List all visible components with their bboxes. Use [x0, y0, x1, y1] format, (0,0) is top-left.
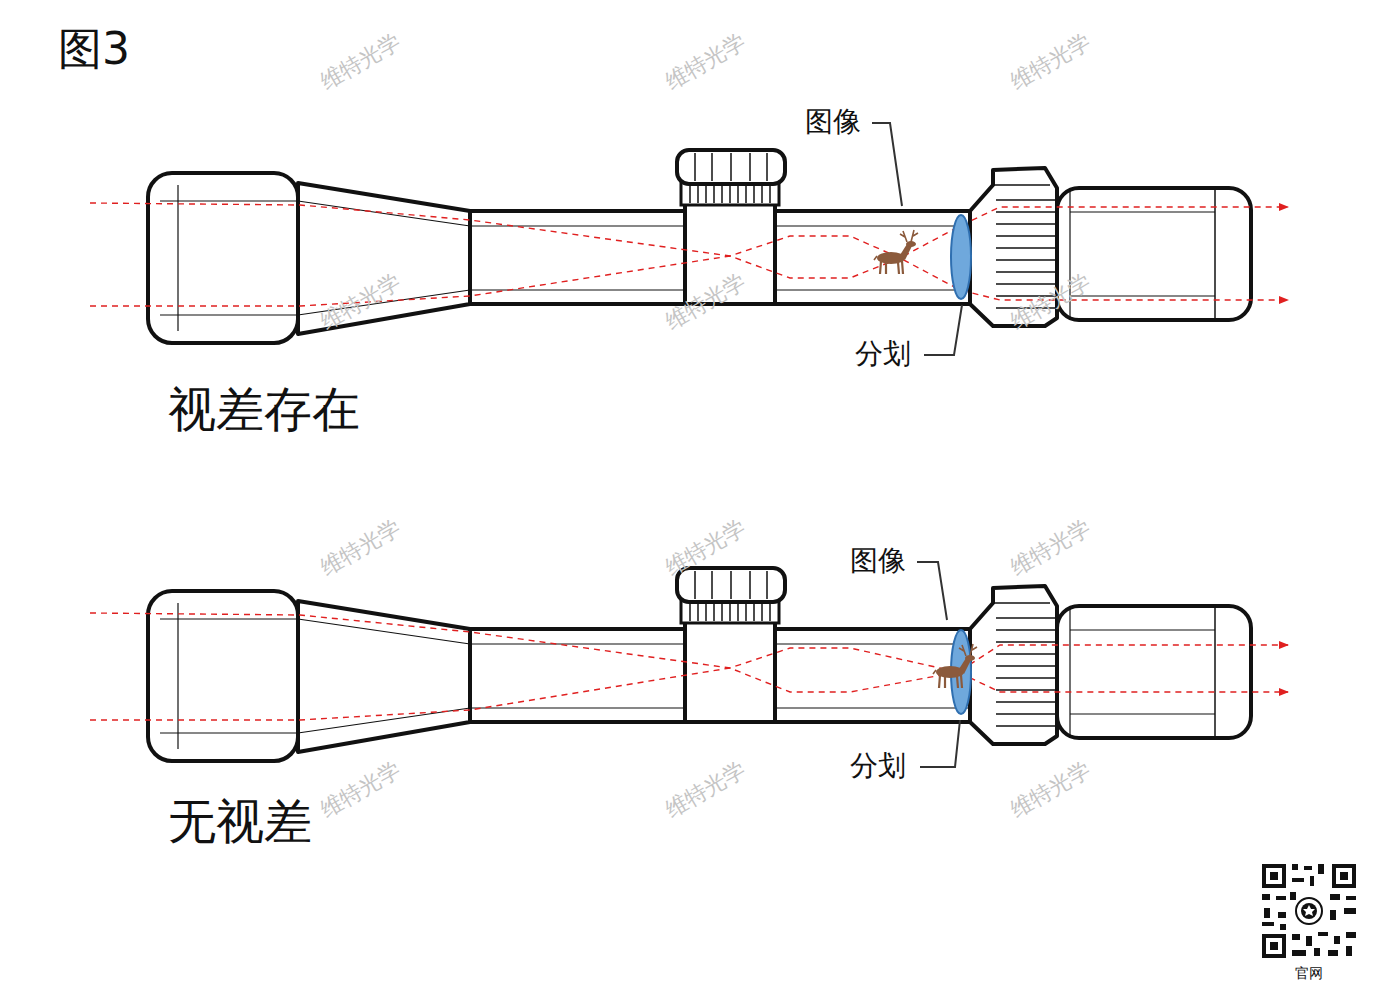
watermark: 维特光学: [661, 757, 750, 823]
state-caption: 无视差: [168, 794, 312, 849]
watermark: 维特光学: [1006, 757, 1095, 823]
watermark: 维特光学: [661, 29, 750, 95]
watermark: 维特光学: [316, 29, 405, 95]
qr-code: [1260, 862, 1358, 960]
watermark: 维特光学: [1006, 515, 1095, 581]
part-label: 分划: [855, 338, 911, 370]
deer-image: [874, 230, 918, 274]
qr-caption: 官网: [1295, 965, 1323, 981]
watermark: 维特光学: [1006, 29, 1095, 95]
reticle-lens: [951, 215, 971, 299]
part-label: 图像: [850, 545, 906, 577]
part-label: 分划: [850, 750, 906, 782]
watermark: 维特光学: [316, 757, 405, 823]
state-caption: 视差存在: [168, 382, 360, 437]
watermark: 维特光学: [316, 515, 405, 581]
figure-title: 图3: [58, 24, 130, 75]
scope-bottom: [148, 568, 1251, 761]
part-label: 图像: [805, 106, 861, 138]
deer-image: [933, 644, 977, 688]
leader-line: [872, 123, 962, 767]
light-rays: [90, 203, 1288, 720]
scope-top: [148, 150, 1251, 343]
